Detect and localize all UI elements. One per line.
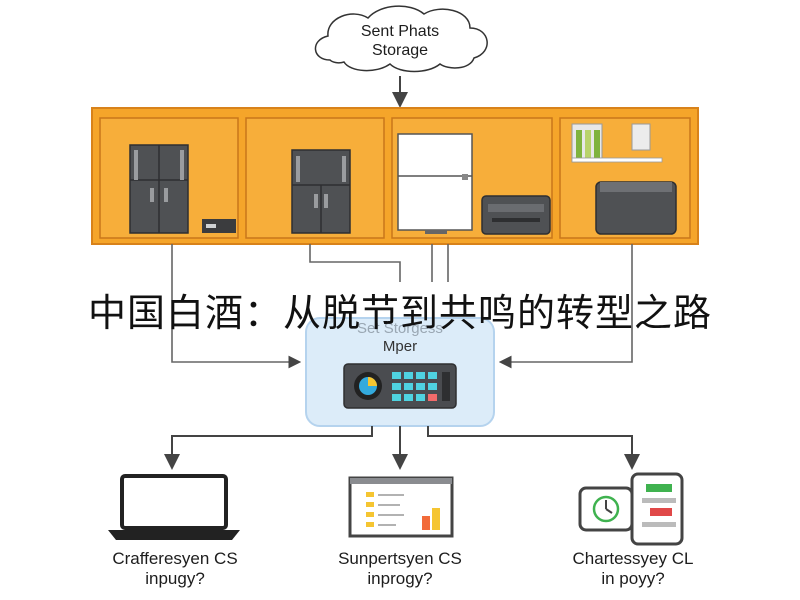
printer-1	[481, 195, 551, 235]
printer-2	[595, 181, 677, 235]
device-label-phone-line1: Chartessyey CL	[572, 549, 694, 568]
phone-icon	[630, 472, 684, 546]
device-label-monitor-line1: Sunpertsyen CS	[338, 549, 462, 568]
device-label-phone: Chartessyey CL in poyy?	[528, 549, 738, 589]
device-label-monitor-line2: inprogy?	[367, 569, 433, 588]
monitor-icon	[348, 476, 454, 538]
distribution-lines	[164, 426, 640, 470]
hub-label-line1: Set Storgess	[357, 320, 443, 337]
bottle-rack	[571, 123, 663, 163]
laptop-icon	[108, 474, 240, 540]
device-label-monitor: Sunpertsyen CS inprogy?	[295, 549, 505, 589]
hub-label: Set Storgess Mper	[310, 320, 490, 356]
hub-label-line2: Mper	[382, 338, 418, 355]
device-label-laptop: Crafferesyen CS inpugy?	[70, 549, 280, 589]
connector-lines	[171, 244, 633, 369]
cloud-label-line1: Sent Phats	[360, 23, 440, 40]
fridge-unit-1	[129, 144, 189, 234]
white-fridge	[397, 133, 473, 234]
fridge-unit-2	[291, 149, 351, 234]
cloud-label-line2: Storage	[371, 42, 429, 59]
cloud-shape	[314, 5, 488, 73]
device-label-laptop-line2: inpugy?	[145, 569, 205, 588]
cloud-label: Sent Phats Storage	[330, 22, 470, 60]
overlay-title: 中国白酒：从脱节到共鸣的转型之路	[87, 291, 712, 335]
clock-icon	[578, 486, 634, 532]
device-label-phone-line2: in poyy?	[601, 569, 665, 588]
device-label-laptop-line1: Crafferesyen CS	[112, 549, 238, 568]
storage-hub	[305, 317, 495, 427]
small-device-1	[202, 219, 236, 233]
